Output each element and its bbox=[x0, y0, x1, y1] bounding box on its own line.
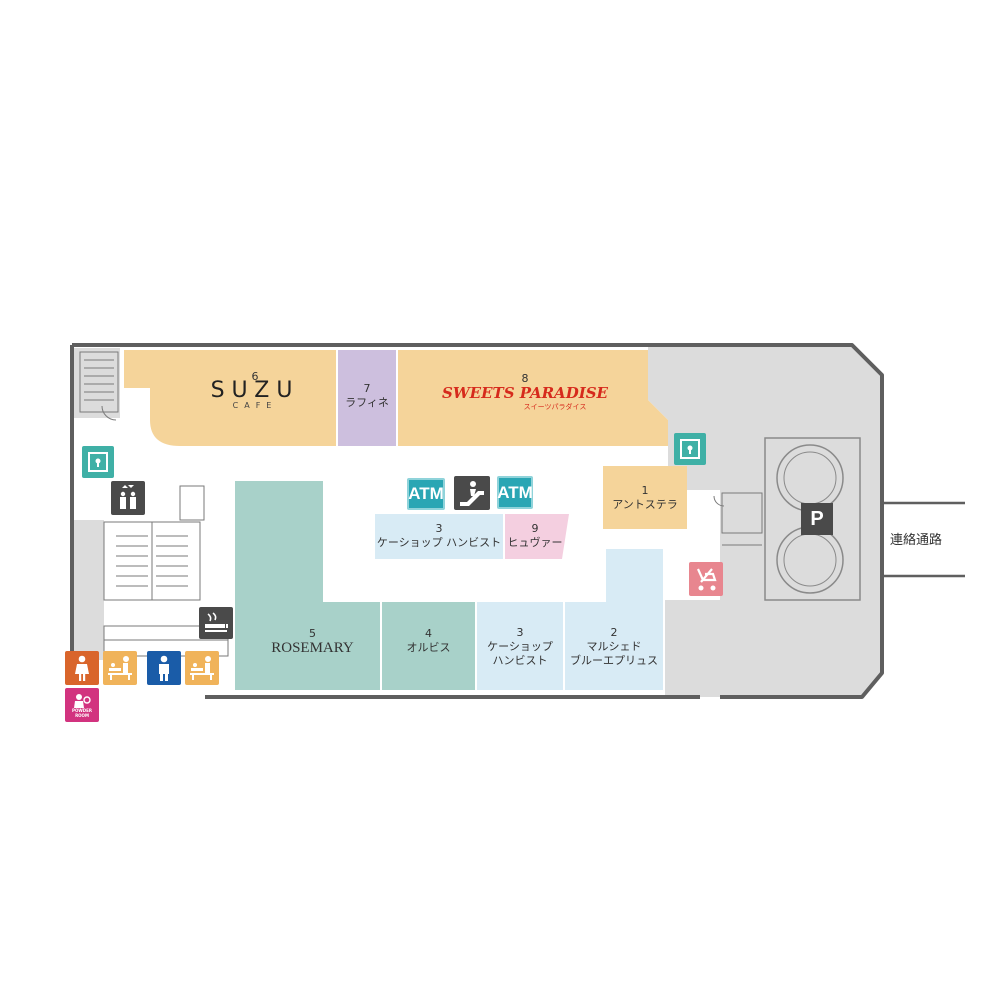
shop-name: ヒュヴァー bbox=[507, 536, 563, 549]
shop-number: 2 bbox=[610, 626, 618, 639]
shop-name: ケーショップ ハンビスト bbox=[376, 536, 502, 549]
locker-icon[interactable] bbox=[82, 446, 114, 478]
shop-rosemary[interactable] bbox=[235, 481, 380, 690]
shop-kshop-center-label: 3 ケーショップ ハンビスト bbox=[375, 522, 503, 550]
shop-sweets-paradise[interactable] bbox=[398, 350, 668, 446]
baby-care-icon[interactable] bbox=[185, 651, 219, 685]
outer-wall bbox=[70, 343, 884, 699]
shop-name-line2: ブルーエプリュス bbox=[570, 654, 658, 667]
shop-name-line1: ケーショップ bbox=[487, 640, 553, 653]
locker-icon[interactable] bbox=[674, 433, 706, 465]
shop-marche-de-label: 2 マルシェド ブルーエプリュス bbox=[565, 626, 663, 668]
sweets-paradise-logo: SWEETS PARADISE bbox=[442, 384, 608, 402]
shop-sweets-paradise-label: 8 SWEETS PARADISE スイーツパラダイス bbox=[440, 372, 610, 414]
shop-kshop-south-label: 3 ケーショップ ハンビスト bbox=[477, 626, 563, 668]
shop-number: 3 bbox=[516, 626, 524, 639]
stair-area bbox=[74, 348, 120, 418]
shop-number: 6 bbox=[251, 370, 259, 383]
shop-name: アントステラ bbox=[612, 498, 678, 511]
shop-kshop-center[interactable] bbox=[375, 514, 503, 559]
atm-icon[interactable]: ATM bbox=[407, 478, 445, 510]
shop-orbis-label: 4 オルビス bbox=[382, 627, 475, 655]
suzu-cafe-logo-sub: CAFE bbox=[232, 401, 278, 410]
elevator-icon[interactable] bbox=[111, 481, 145, 515]
restroom-men-icon[interactable] bbox=[147, 651, 181, 685]
shop-orbis[interactable] bbox=[382, 602, 475, 690]
shop-huvar-label: 9 ヒュヴァー bbox=[503, 522, 567, 550]
shop-marche-de[interactable] bbox=[565, 549, 663, 690]
escalator-icon[interactable] bbox=[454, 476, 490, 510]
shop-name-line2: ハンビスト bbox=[492, 654, 548, 667]
atm-icon[interactable]: ATM bbox=[497, 476, 533, 509]
shop-name: オルビス bbox=[406, 641, 451, 654]
shop-raffine[interactable] bbox=[338, 350, 396, 446]
shop-number: 7 bbox=[363, 382, 371, 395]
shop-name-line1: マルシェド bbox=[586, 640, 642, 653]
powder-room-label: POWDER ROOM bbox=[72, 708, 92, 718]
corridor-wall bbox=[882, 501, 965, 578]
shop-suzu-cafe[interactable] bbox=[124, 350, 336, 446]
suzu-cafe-logo: SUZU bbox=[210, 378, 300, 403]
restroom-women-icon[interactable] bbox=[65, 651, 99, 685]
shop-huvar[interactable] bbox=[505, 514, 569, 559]
shop-antstella-label: 1 アントステラ bbox=[603, 484, 687, 512]
rosemary-logo: ROSEMARY bbox=[271, 640, 354, 656]
shop-number: 8 bbox=[521, 372, 529, 385]
parking-icon[interactable]: P bbox=[801, 503, 833, 535]
powder-room-icon[interactable]: POWDER ROOM bbox=[65, 688, 99, 722]
shop-number: 9 bbox=[531, 522, 539, 535]
shop-number: 1 bbox=[641, 484, 649, 497]
smoking-icon[interactable] bbox=[199, 607, 233, 639]
shop-raffine-label: 7 ラフィネ bbox=[338, 382, 396, 410]
corridor-label: 連絡通路 bbox=[890, 533, 943, 548]
baby-care-icon[interactable] bbox=[103, 651, 137, 685]
shop-kshop-south[interactable] bbox=[477, 602, 563, 690]
shop-number: 5 bbox=[309, 627, 316, 640]
stroller-icon[interactable] bbox=[689, 562, 723, 596]
shop-rosemary-label: 5 ROSEMARY bbox=[235, 627, 390, 656]
shop-antstella[interactable] bbox=[603, 466, 687, 529]
shop-number: 3 bbox=[435, 522, 443, 535]
shop-name: ラフィネ bbox=[345, 396, 389, 409]
shop-number: 4 bbox=[425, 627, 432, 640]
sweets-paradise-logo-sub: スイーツパラダイス bbox=[523, 403, 587, 411]
shop-suzu-cafe-label: 6 SUZU CAFE bbox=[190, 370, 320, 413]
